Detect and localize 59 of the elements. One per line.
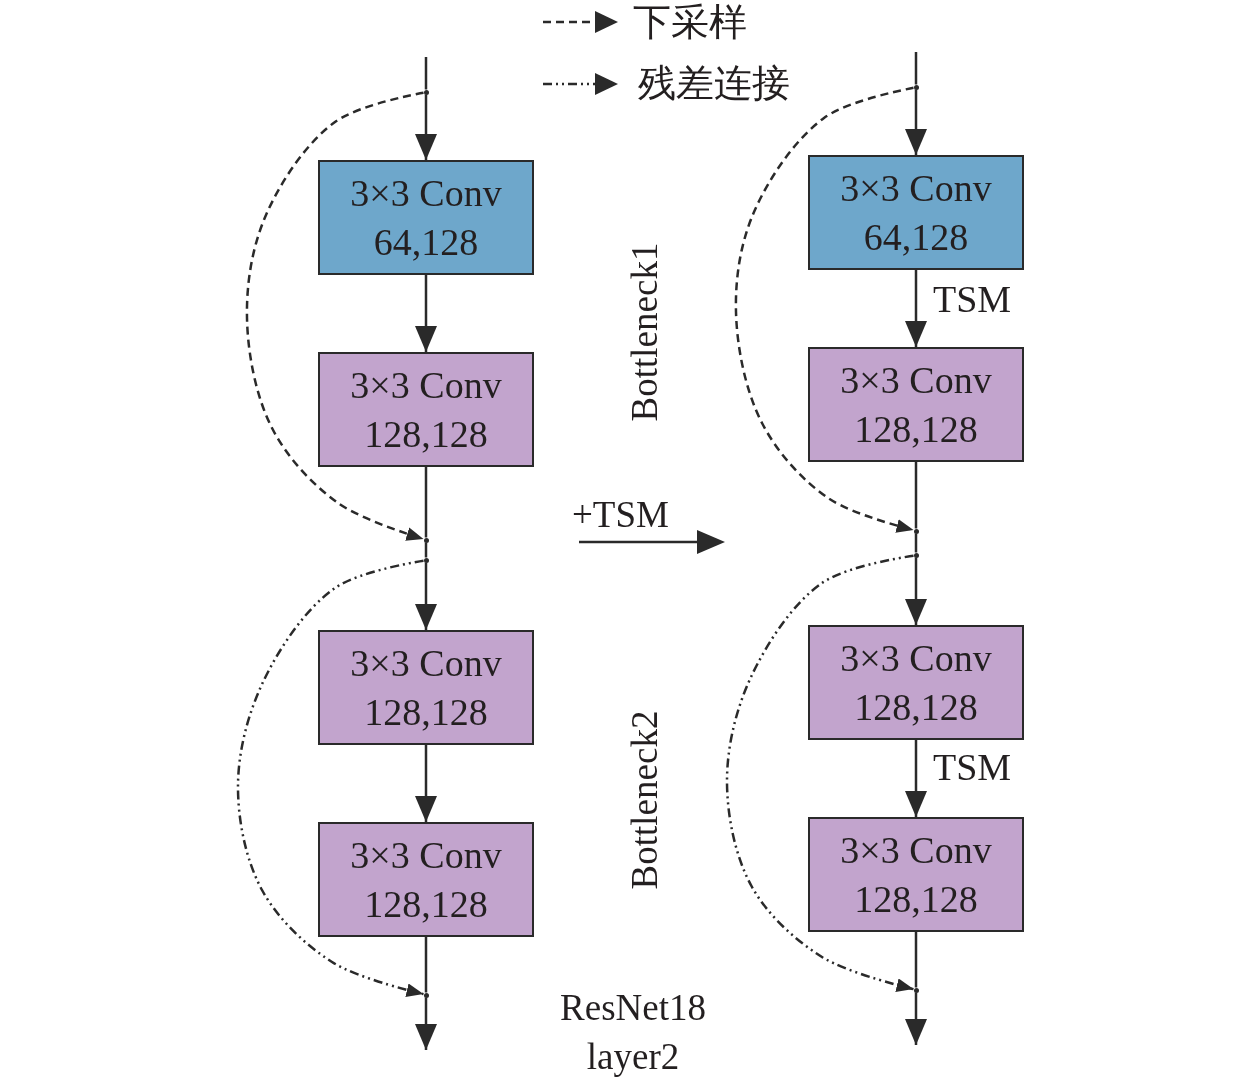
connector-line [424, 57, 428, 90]
connector-line [424, 467, 428, 538]
junction-dot [423, 557, 429, 563]
arrow [415, 562, 437, 630]
layer-name: 3×3 Conv [840, 635, 992, 681]
conv-block [808, 817, 1024, 932]
arrow [415, 745, 437, 822]
layer-label: ResNet18 layer2 [559, 986, 707, 1079]
junction-dot [423, 89, 429, 95]
conv-block [808, 347, 1024, 462]
arrow [905, 740, 927, 817]
arrow [905, 992, 927, 1045]
channel-numbers: 128,128 [364, 689, 488, 735]
arrow [415, 997, 437, 1050]
layer-name: 3×3 Conv [350, 640, 502, 686]
conv-block [318, 822, 534, 937]
conv-block [318, 160, 534, 275]
connector-line [914, 52, 918, 85]
connector-line [914, 533, 918, 553]
arrow [905, 89, 927, 155]
channel-numbers: 64,128 [863, 214, 969, 260]
layer-name: 3×3 Conv [840, 357, 992, 403]
channel-numbers: 64,128 [373, 219, 479, 265]
conv-block [318, 352, 534, 467]
junction-dot [913, 987, 919, 993]
layer-name: 3×3 Conv [840, 827, 992, 873]
skip-connection-arrow [734, 86, 914, 534]
conv-block [808, 625, 1024, 740]
junction-dot [913, 528, 919, 534]
conv-block [318, 630, 534, 745]
channel-numbers: 128,128 [364, 411, 488, 457]
layer-name: 3×3 Conv [350, 170, 502, 216]
junction-dot [913, 552, 919, 558]
layer-name: 3×3 Conv [350, 362, 502, 408]
connector-line [914, 462, 918, 529]
arrow [415, 94, 437, 160]
legend-label: 残差连接 [638, 61, 790, 105]
block-label: Bottleneck2 [624, 710, 666, 890]
connector-line [424, 937, 428, 993]
skip-connection-arrow [236, 559, 424, 998]
connector-line [914, 932, 918, 988]
conv-block [808, 155, 1024, 270]
block-label: Bottleneck1 [624, 242, 666, 422]
arrow-label: +TSM [572, 494, 669, 536]
skip-connection-arrow [245, 91, 424, 542]
legend-label: 下采样 [633, 0, 747, 44]
channel-numbers: 128,128 [854, 876, 978, 922]
channel-numbers: 128,128 [854, 684, 978, 730]
skip-connection-arrow [725, 554, 914, 993]
arrow [415, 275, 437, 352]
junction-dot [423, 992, 429, 998]
arrow [905, 270, 927, 347]
layer-name: 3×3 Conv [840, 165, 992, 211]
junction-dot [913, 84, 919, 90]
layer-name: 3×3 Conv [350, 832, 502, 878]
arrow [905, 557, 927, 625]
channel-numbers: 128,128 [854, 406, 978, 452]
junction-dot [423, 537, 429, 543]
channel-numbers: 128,128 [364, 881, 488, 927]
